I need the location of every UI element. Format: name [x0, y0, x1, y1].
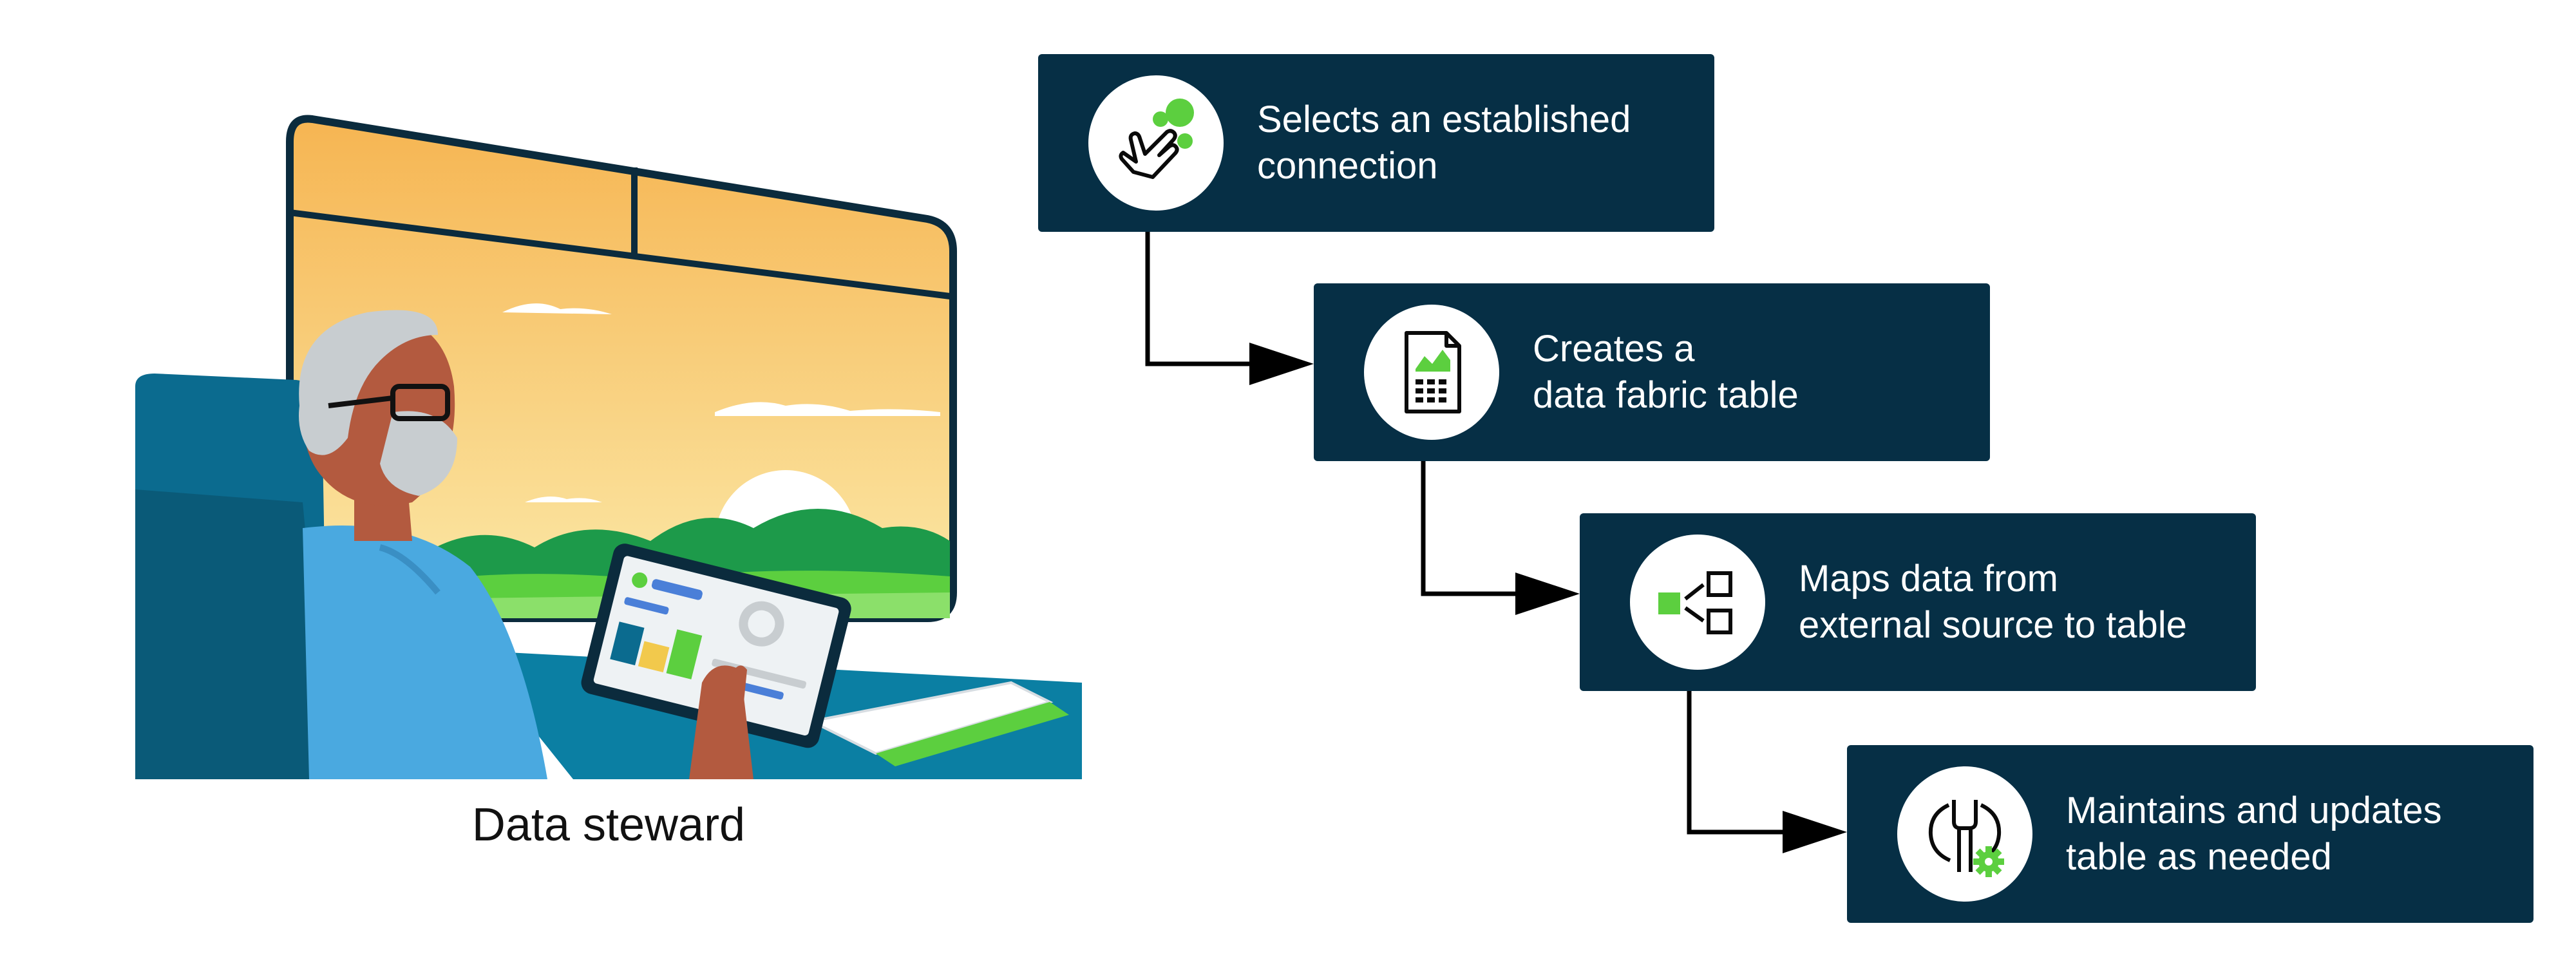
data-steward-illustration	[135, 115, 1082, 779]
person-body	[303, 526, 547, 779]
step-4-line-2: table as needed	[2066, 836, 2332, 878]
mapping-icon	[1658, 571, 1732, 634]
step-select-connection: Selects an established connection	[1038, 54, 1714, 232]
step-1-line-2: connection	[1257, 145, 1438, 187]
step-maintain-table: Maintains and updates table as needed	[1847, 745, 2533, 923]
arrowhead-3	[1783, 811, 1847, 853]
connector-1	[1145, 232, 1256, 366]
arrowhead-1	[1249, 343, 1314, 385]
step-2-line-2: data fabric table	[1533, 374, 1799, 416]
wrench-gear-icon	[1928, 800, 2004, 877]
hand-pointer-icon	[1119, 99, 1194, 179]
step-create-table: Creates a data fabric table	[1314, 283, 1990, 461]
step-4-line-1: Maintains and updates	[2066, 790, 2442, 831]
step-map-data: Maps data from external source to table	[1580, 513, 2256, 691]
step-1-line-1: Selects an established	[1257, 99, 1631, 140]
spreadsheet-chart-icon	[1405, 331, 1461, 413]
connector-2	[1421, 461, 1523, 596]
persona-label: Data steward	[471, 799, 746, 851]
step-3-line-2: external source to table	[1799, 604, 2187, 646]
step-2-line-1: Creates a	[1533, 328, 1695, 370]
connector-3	[1687, 691, 1790, 835]
arrowhead-2	[1515, 573, 1580, 615]
tablet	[581, 544, 851, 748]
step-3-line-1: Maps data from	[1799, 558, 2058, 600]
